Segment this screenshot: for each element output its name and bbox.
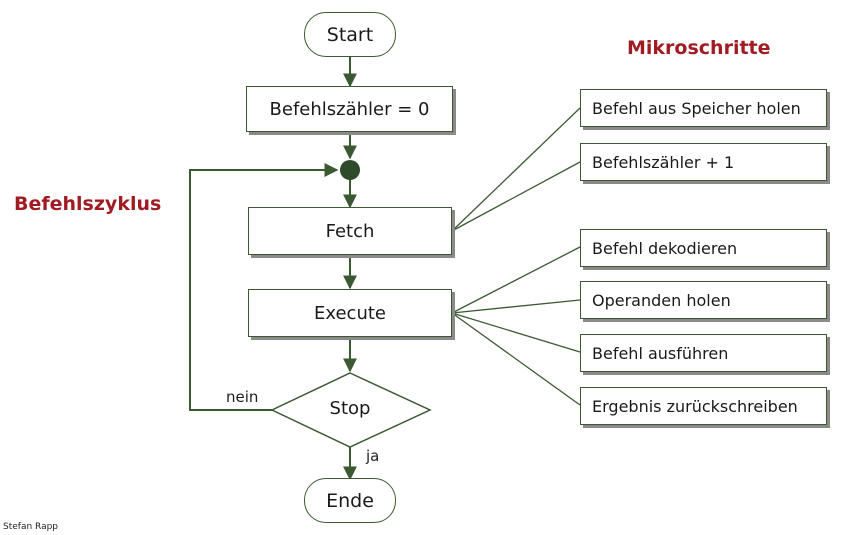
end-node-label: Ende bbox=[326, 489, 374, 512]
edge-label-no: nein bbox=[226, 388, 259, 406]
heading-befehlszyklus: Befehlszyklus bbox=[14, 193, 162, 215]
junction-dot bbox=[340, 160, 360, 180]
fetch-label: Fetch bbox=[325, 220, 375, 242]
heading-mikroschritte: Mikroschritte bbox=[627, 37, 771, 59]
start-node-label: Start bbox=[326, 23, 374, 46]
connector-fetch-micro-1 bbox=[451, 107, 581, 232]
connector-fetch-micro-2 bbox=[451, 161, 581, 232]
end-node: Ende bbox=[304, 478, 396, 523]
execute-node: Execute bbox=[248, 289, 452, 337]
micro-step-label: Befehl dekodieren bbox=[592, 238, 738, 258]
decision-diamond bbox=[270, 372, 432, 448]
start-node: Start bbox=[304, 12, 396, 57]
fetch-node: Fetch bbox=[248, 207, 452, 255]
edge-label-yes: ja bbox=[366, 447, 380, 465]
loop-back-line bbox=[189, 163, 339, 411]
micro-step-execute-1: Befehl dekodieren bbox=[580, 229, 827, 267]
micro-step-fetch-2: Befehlszähler + 1 bbox=[580, 143, 827, 181]
author-credit: Stefan Rapp bbox=[3, 522, 59, 532]
micro-step-execute-2: Operanden holen bbox=[580, 281, 827, 319]
micro-step-execute-3: Befehl ausführen bbox=[580, 334, 827, 372]
init-counter-node: Befehlszähler = 0 bbox=[246, 86, 453, 132]
connector-execute-micro-4 bbox=[451, 312, 581, 406]
micro-step-execute-4: Ergebnis zurückschreiben bbox=[580, 387, 827, 425]
micro-step-label: Befehl ausführen bbox=[592, 343, 729, 363]
connector-execute-micro-3 bbox=[451, 312, 581, 353]
execute-label: Execute bbox=[314, 302, 386, 324]
micro-step-fetch-1: Befehl aus Speicher holen bbox=[580, 89, 827, 127]
connector-execute-micro-2 bbox=[451, 299, 581, 314]
connector-execute-micro-1 bbox=[451, 246, 581, 314]
decision-label: Stop bbox=[329, 398, 371, 419]
micro-step-label: Ergebnis zurückschreiben bbox=[592, 396, 798, 416]
micro-step-label: Befehl aus Speicher holen bbox=[592, 98, 801, 118]
micro-step-label: Befehlszähler + 1 bbox=[592, 152, 735, 172]
micro-step-label: Operanden holen bbox=[592, 290, 731, 310]
init-counter-label: Befehlszähler = 0 bbox=[269, 98, 430, 120]
